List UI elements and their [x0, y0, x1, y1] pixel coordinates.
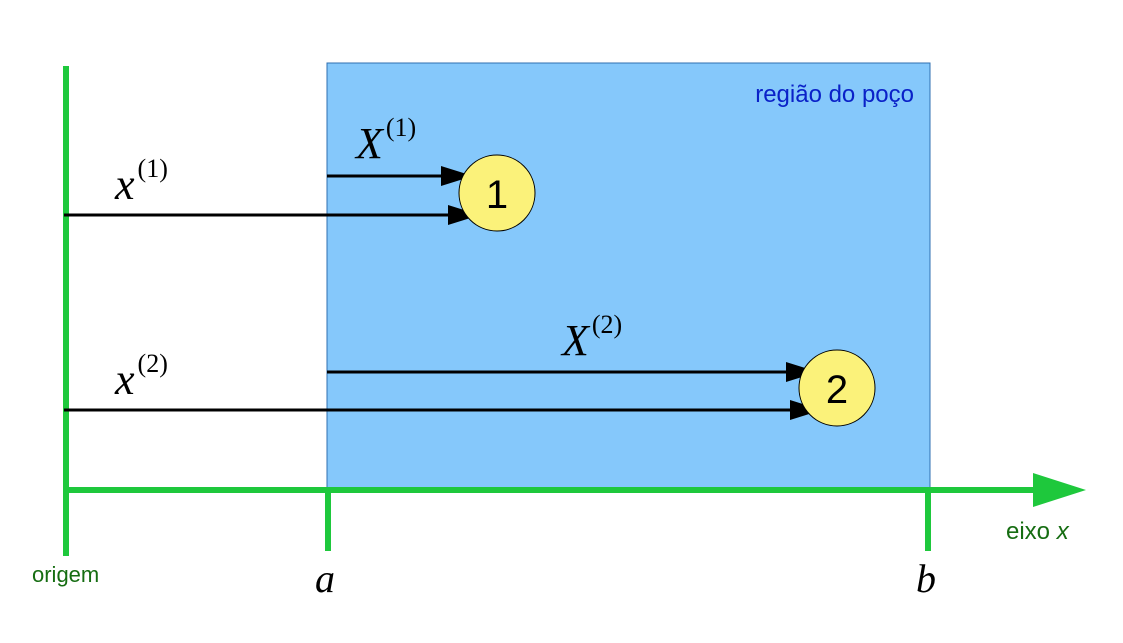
particle-1 [458, 154, 536, 232]
x-axis-arrowhead [1033, 473, 1086, 507]
label-x2: x(2) [114, 349, 168, 404]
label-X2: X(2) [560, 310, 622, 365]
tick-b-label: b [916, 556, 936, 601]
arrow-X1-head [441, 166, 473, 186]
label-X1: X(1) [354, 113, 416, 168]
particle-2-label: 2 [826, 368, 848, 412]
tick-a-label: a [315, 556, 335, 601]
particle-2 [798, 349, 876, 427]
axis-label: eixo x [1006, 518, 1070, 545]
arrow-x1-head [448, 205, 480, 225]
origin-label: origem [32, 562, 99, 587]
particle-1-label: 1 [486, 173, 508, 217]
label-x1: x(1) [114, 154, 168, 209]
region-label: região do poço [755, 81, 914, 108]
